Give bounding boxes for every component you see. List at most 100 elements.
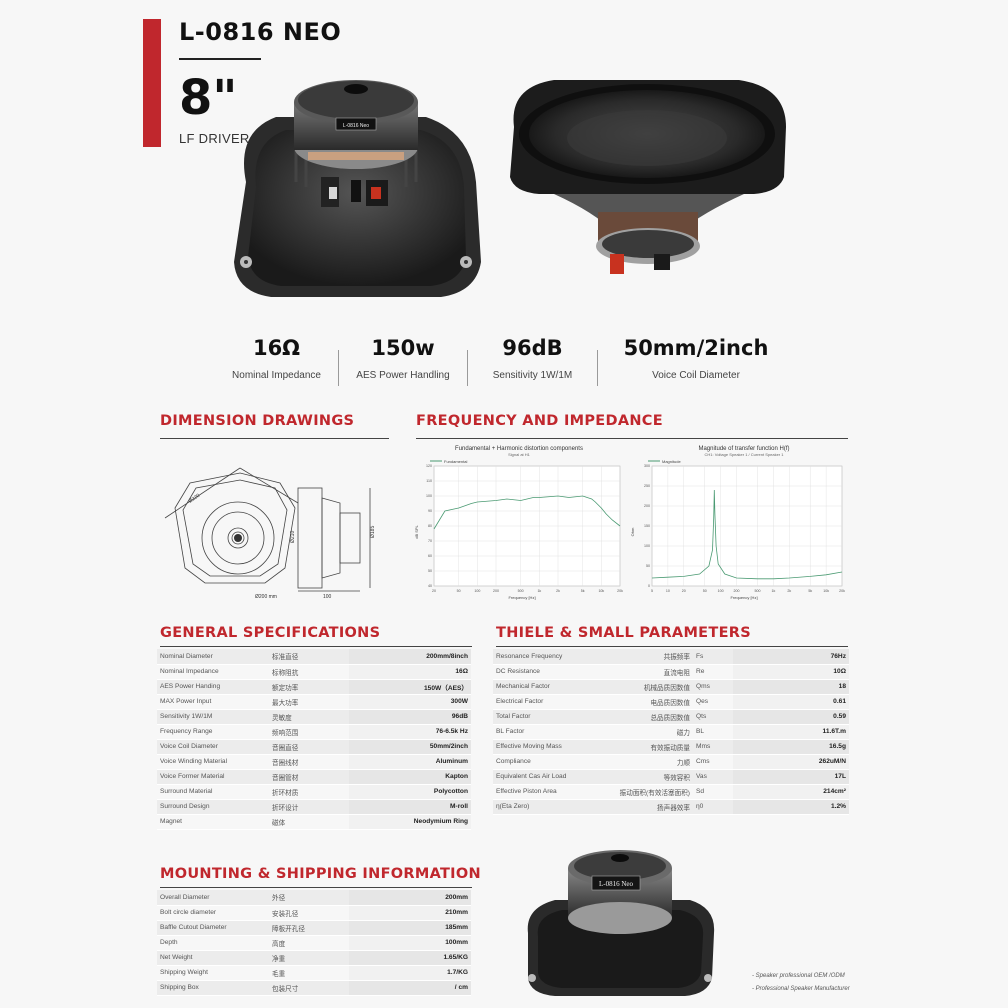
- cell-value: 16Ω: [349, 664, 471, 680]
- cell-name: Sensitivity 1W/1M: [157, 709, 269, 725]
- cell-value: 150W（AES）: [349, 679, 471, 695]
- dim-label: Ø185: [370, 526, 376, 538]
- x-axis-label: Frequency [Hz]: [508, 595, 535, 600]
- cell-cn: 音圈管材: [269, 769, 349, 785]
- kpi-impedance: 16Ω Nominal Impedance: [215, 336, 338, 390]
- product-photo: L-0816 Neo: [527, 850, 715, 996]
- cell-cn: 音圈线材: [269, 754, 349, 770]
- cell-cn: 电品质因数值: [613, 694, 693, 710]
- section-rule: [160, 438, 389, 439]
- cell-cn: 外径: [269, 890, 349, 906]
- footer-line-2: - Professional Speaker Manufacturer: [752, 986, 850, 992]
- cell-cn: 毛重: [269, 965, 349, 981]
- cell-name: Voice Former Material: [157, 769, 269, 785]
- y-tick-label: 60: [428, 554, 432, 558]
- x-tick-label: 1k: [537, 589, 541, 593]
- dim-label: Ø220: [188, 493, 202, 505]
- cell-value: 1.65/KG: [349, 950, 471, 966]
- cell-sym: Mms: [693, 739, 733, 755]
- cell-value: 210mm: [349, 905, 471, 921]
- cell-cn: 安装孔径: [269, 905, 349, 921]
- key-specs: 16Ω Nominal Impedance 150w AES Power Han…: [215, 336, 795, 390]
- y-tick-label: 0: [648, 584, 650, 588]
- chart-title: Fundamental + Harmonic distortion compon…: [455, 446, 583, 452]
- dim-label: 100: [323, 594, 332, 600]
- cell-sym: Cms: [693, 754, 733, 770]
- cell-value: 0.59: [733, 709, 849, 725]
- y-tick-label: 110: [426, 479, 432, 483]
- dimension-drawing: Ø220 Ø210 Ø185 100 Ø200 mm: [164, 467, 376, 600]
- cell-name: Effective Moving Mass: [493, 739, 613, 755]
- cell-name: MAX Power Input: [157, 694, 269, 710]
- cell-value: 100mm: [349, 935, 471, 951]
- x-tick-label: 20: [432, 589, 436, 593]
- y-tick-label: 50: [428, 569, 432, 573]
- dimension-drawings-title: DIMENSION DRAWINGS: [160, 413, 355, 429]
- frequency-response-chart: Fundamental + Harmonic distortion compon…: [414, 446, 623, 600]
- cell-cn: 音圈直径: [269, 739, 349, 755]
- cell-name: Nominal Diameter: [157, 649, 269, 665]
- cell-sym: BL: [693, 724, 733, 740]
- cell-value: Kapton: [349, 769, 471, 785]
- cell-cn: 障板开孔径: [269, 920, 349, 936]
- x-tick-label: 500: [518, 589, 524, 593]
- cell-cn: 直流电阻: [613, 664, 693, 680]
- x-tick-label: 2k: [556, 589, 560, 593]
- kpi-power: 150w AES Power Handling: [339, 336, 467, 390]
- kpi-value: 50mm/2inch: [623, 336, 769, 360]
- cell-value: 96dB: [349, 709, 471, 725]
- cell-name: Frequency Range: [157, 724, 269, 740]
- frequency-impedance-title: FREQUENCY AND IMPEDANCE: [416, 413, 663, 429]
- x-tick-label: 2k: [787, 589, 791, 593]
- cell-value: 0.61: [733, 694, 849, 710]
- cell-cn: 等效容积: [613, 769, 693, 785]
- cell-name: Shipping Weight: [157, 965, 269, 981]
- x-tick-label: 10k: [823, 589, 829, 593]
- product-type: LF DRIVER: [179, 131, 250, 146]
- y-tick-label: 70: [428, 539, 432, 543]
- cell-cn: 包装尺寸: [269, 980, 349, 996]
- x-tick-label: 500: [754, 589, 760, 593]
- rear-view-photo: L-0816 Neo: [234, 80, 481, 297]
- impedance-chart: Magnitude of transfer function H(f) CH1:…: [630, 446, 845, 600]
- cell-name: BL Factor: [493, 724, 613, 740]
- cell-name: Mechanical Factor: [493, 679, 613, 695]
- chart-title: Magnitude of transfer function H(f): [698, 446, 789, 452]
- cell-cn: 高度: [269, 935, 349, 951]
- cell-cn: 折环设计: [269, 799, 349, 815]
- cell-name: Voice Winding Material: [157, 754, 269, 770]
- chart-subtitle: CH1: Voltage Speaker 1 / Current Speaker…: [705, 452, 785, 457]
- kpi-value: 16Ω: [252, 336, 301, 360]
- cell-cn: 有效振动质量: [613, 739, 693, 755]
- product-label: L-0816 Neo: [599, 880, 634, 888]
- cell-cn: 总品质因数值: [613, 709, 693, 725]
- cell-value: 200mm: [349, 890, 471, 906]
- x-tick-label: 200: [493, 589, 499, 593]
- cell-sym: Fs: [693, 649, 733, 665]
- cell-sym: η0: [693, 799, 733, 815]
- kpi-value: 96dB: [502, 336, 563, 360]
- product-size: 8": [179, 70, 238, 126]
- cell-name: Surround Material: [157, 784, 269, 800]
- cell-value: 76-6.5k Hz: [349, 724, 471, 740]
- x-tick-label: 5k: [808, 589, 812, 593]
- cell-sym: Qes: [693, 694, 733, 710]
- cell-cn: 磁力: [613, 724, 693, 740]
- kpi-voice-coil: 50mm/2inch Voice Coil Diameter: [598, 336, 794, 390]
- cell-cn: 折环材质: [269, 784, 349, 800]
